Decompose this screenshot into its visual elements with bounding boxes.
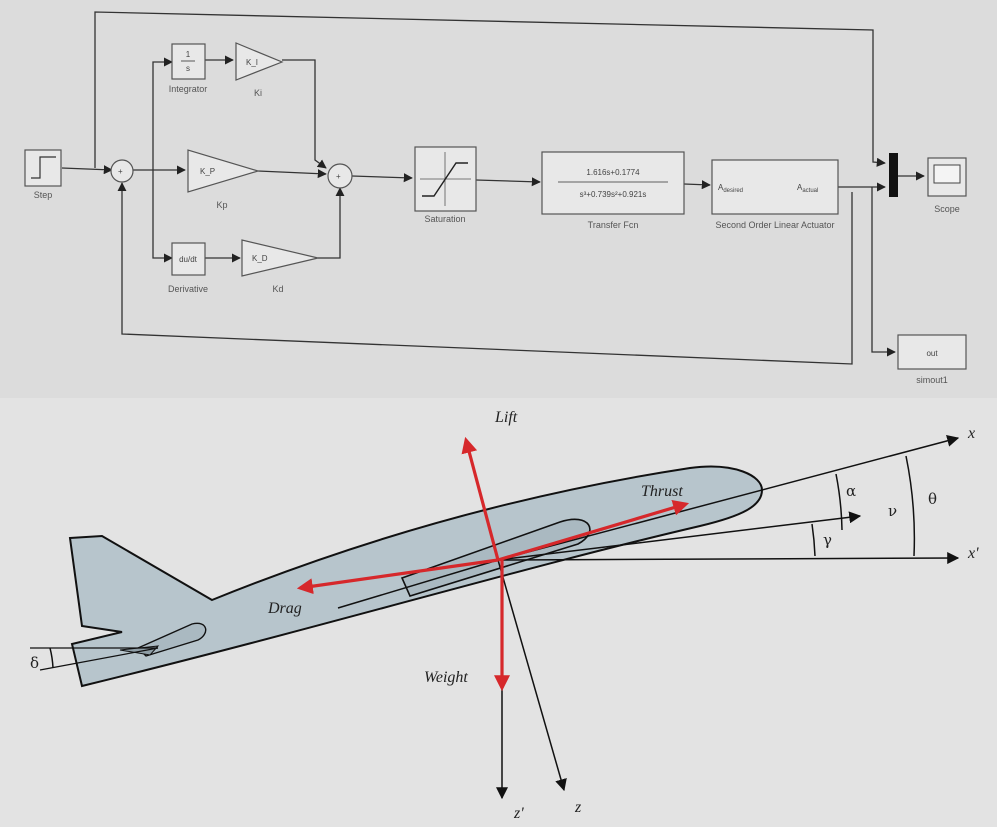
lift-label: Lift [494, 409, 518, 426]
x-axis [497, 434, 960, 561]
nu-label: ν [888, 502, 897, 520]
transfer-fcn-label: Transfer Fcn [588, 220, 639, 230]
z-prime-axis-label: z' [513, 805, 524, 822]
ki-gain-text: K_I [246, 58, 258, 67]
step-to-sum-wire [61, 165, 113, 175]
kp-to-sum-wire [257, 169, 327, 179]
lift-force-arrow [461, 436, 500, 561]
elevator-deflection-line [39, 647, 159, 671]
kd-gain-text: K_D [252, 254, 268, 263]
derivative-label: Derivative [168, 284, 208, 294]
x-axis-label: x [967, 425, 975, 442]
ki-gain-block[interactable] [235, 42, 284, 81]
kp-gain-text: K_P [200, 167, 215, 176]
actuator-label: Second Order Linear Actuator [715, 220, 834, 230]
tf-to-actuator-wire [683, 180, 711, 190]
sum-2-plus-sign: + [336, 172, 341, 181]
transfer-fcn-block[interactable]: 1.616s+0.1774 s³+0.739s²+0.921s [541, 151, 685, 215]
z-axis [497, 559, 567, 792]
feedback-wire [117, 182, 853, 365]
delta-label: δ [30, 654, 39, 672]
sum-to-saturation-wire [351, 173, 413, 183]
simout-block[interactable]: out [897, 334, 967, 370]
ki-label: Ki [254, 88, 262, 98]
integrator-denominator: s [186, 64, 190, 73]
actuator-output-port: Aactual [797, 183, 818, 194]
integrator-label: Integrator [169, 84, 208, 94]
derivative-symbol: du/dt [179, 255, 198, 264]
sum-block-2[interactable] [327, 163, 353, 189]
alpha-arc [835, 473, 843, 531]
z-axis-label: z [574, 799, 582, 816]
actuator-to-simout-wire [871, 187, 896, 357]
step-block[interactable] [24, 149, 62, 187]
body-axis-rear [337, 559, 499, 609]
ki-to-sum-wire [282, 59, 327, 169]
theta-arc [905, 455, 916, 557]
scope-label: Scope [934, 204, 960, 214]
saturation-block[interactable] [414, 146, 477, 212]
simulink-block-diagram: Step + 1 s Integrator K_I Ki K_P Kp du/d… [0, 0, 997, 398]
x-prime-axis-label: x' [967, 545, 979, 562]
kd-to-sum-wire [318, 187, 345, 259]
x-prime-axis [497, 552, 960, 565]
sum-1-plus-sign: + [118, 167, 123, 176]
actuator-input-port: Adesired [718, 183, 743, 194]
tf-numerator: 1.616s+0.1774 [586, 168, 640, 177]
thrust-force-arrow [497, 499, 690, 562]
scope-block[interactable] [927, 157, 967, 197]
kd-label: Kd [272, 284, 283, 294]
sum-block-1[interactable] [110, 159, 134, 183]
kp-label: Kp [216, 200, 227, 210]
saturation-label: Saturation [424, 214, 465, 224]
alpha-label: α [846, 482, 856, 500]
integrator-numerator: 1 [186, 50, 191, 59]
error-to-derivative-wire [152, 170, 173, 263]
error-to-integrator-wire [152, 57, 173, 170]
simulink-canvas: Step + 1 s Integrator K_I Ki K_P Kp du/d… [24, 11, 967, 385]
velocity-vector [497, 511, 862, 561]
free-body-canvas: Lift Thrust Drag Weight x x' z z' α γ ν … [30, 409, 979, 822]
kd-gain-block[interactable] [241, 239, 319, 277]
tf-denominator: s³+0.739s²+0.921s [580, 190, 647, 199]
simout-value: out [926, 349, 938, 358]
integrator-block[interactable]: 1 s [171, 43, 206, 80]
saturation-to-tf-wire [475, 177, 541, 187]
weight-label: Weight [424, 669, 468, 686]
gamma-arc [811, 523, 816, 557]
simout-label: simout1 [916, 375, 948, 385]
delta-arc [49, 647, 54, 669]
aircraft-free-body-diagram: Lift Thrust Drag Weight x x' z z' α γ ν … [0, 398, 997, 827]
mux-block[interactable] [889, 153, 898, 197]
derivative-block[interactable]: du/dt [171, 242, 206, 276]
gamma-label: γ [823, 531, 832, 549]
drag-label: Drag [267, 600, 302, 617]
kp-gain-block[interactable] [187, 149, 261, 193]
actuator-block[interactable]: Adesired Aactual [711, 159, 839, 215]
step-label: Step [34, 190, 53, 200]
thrust-label: Thrust [641, 483, 683, 500]
theta-label: θ [928, 490, 937, 508]
drag-force-arrow [296, 558, 499, 595]
reference-wire [94, 11, 886, 168]
